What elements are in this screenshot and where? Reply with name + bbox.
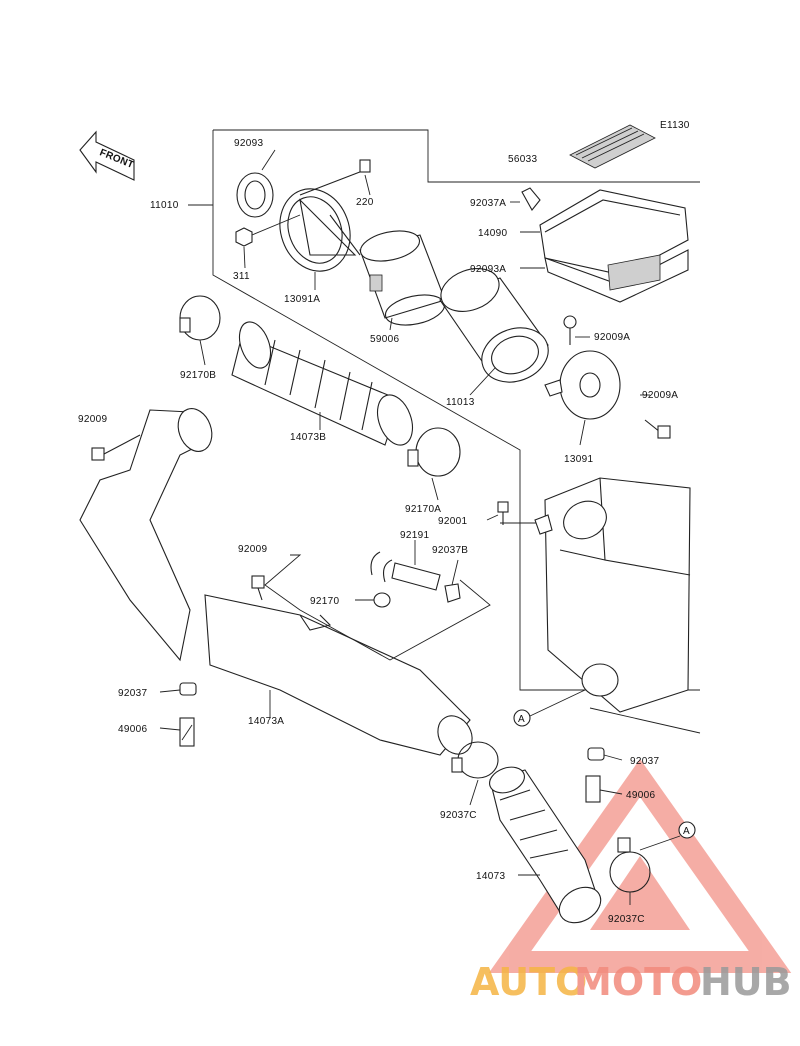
part-labels: E1130 92093 220 11010 56033 92037A 14090… <box>78 120 690 925</box>
label-13091: 13091 <box>564 454 593 465</box>
front-arrow-icon: FRONT <box>79 130 135 181</box>
watermark-auto: AUTO <box>470 960 587 1004</box>
callout-a-left: A <box>513 689 586 727</box>
label-49006-right: 49006 <box>626 790 655 801</box>
svg-text:A: A <box>518 714 525 725</box>
label-92037-left: 92037 <box>118 688 147 699</box>
label-13091A: 13091A <box>284 294 320 305</box>
label-92009A-top: 92009A <box>594 332 630 343</box>
diagram-code: E1130 <box>660 120 690 131</box>
clamp-92170 <box>373 592 391 608</box>
label-92001: 92001 <box>438 516 467 527</box>
svg-text:A: A <box>683 826 690 837</box>
label-92170: 92170 <box>310 596 339 607</box>
label-11013: 11013 <box>446 397 475 408</box>
bolt-220 <box>299 159 371 196</box>
gasket-92093 <box>236 172 274 218</box>
sleeve-49006-right <box>585 775 601 803</box>
label-92037A: 92037A <box>470 198 506 209</box>
label-11010: 11010 <box>150 200 179 211</box>
screw-92009A-top <box>563 315 577 345</box>
label-92009A-side: 92009A <box>642 390 678 401</box>
label-92009-left: 92009 <box>78 414 107 425</box>
watermark-moto: MOTO <box>574 960 702 1004</box>
screw-92009A-side <box>644 419 671 439</box>
duct-14073 <box>489 766 602 924</box>
label-14090: 14090 <box>478 228 507 239</box>
label-14073B: 14073B <box>290 432 326 443</box>
label-56033: 56033 <box>508 154 537 165</box>
sleeve-49006-left <box>179 717 195 747</box>
clamp-92170B <box>179 295 221 341</box>
filter-59006 <box>359 230 446 326</box>
duct-14073B <box>231 321 414 446</box>
cap-13091 <box>544 350 621 420</box>
element-holder-13091A <box>279 188 361 272</box>
watermark-text: AUTO MOTO HUB <box>470 960 792 1004</box>
label-92009-mid: 92009 <box>238 544 267 555</box>
clamp-92170A <box>407 427 461 477</box>
air-cleaner-housing <box>534 477 691 713</box>
label-92170B: 92170B <box>180 370 216 381</box>
reference-frame <box>212 129 701 734</box>
clip-92037A <box>521 187 541 211</box>
watermark-hub: HUB <box>700 960 792 1004</box>
clip-92037B <box>444 583 461 603</box>
label-92037C-right: 92037C <box>608 914 645 925</box>
bolt-92001 <box>497 501 509 525</box>
label-220: 220 <box>356 197 374 208</box>
duct-14073A <box>204 594 473 756</box>
label-92037B: 92037B <box>432 545 468 556</box>
label-92093: 92093 <box>234 138 263 149</box>
clamp-92037-right <box>587 747 605 761</box>
clamp-92037C-left <box>451 741 499 779</box>
label-14073A: 14073A <box>248 716 284 727</box>
label-92191: 92191 <box>400 530 429 541</box>
callout-a-right: A <box>639 821 696 851</box>
label-49006-left: 49006 <box>118 724 147 735</box>
leader-lines <box>159 149 650 905</box>
screw-92009-mid <box>251 575 265 601</box>
label-92037-right: 92037 <box>630 756 659 767</box>
breather-hose-92191 <box>370 551 441 591</box>
label-14073: 14073 <box>476 871 505 882</box>
label-92037C-left: 92037C <box>440 810 477 821</box>
air-cleaner-cover-14090 <box>539 189 689 303</box>
label-92170A: 92170A <box>405 504 441 515</box>
nut-311 <box>235 214 301 247</box>
label-59006: 59006 <box>370 334 399 345</box>
label-311: 311 <box>233 271 250 282</box>
air-filter-element-11013 <box>439 268 549 383</box>
screw-92009-left <box>91 434 141 461</box>
label-92093A: 92093A <box>470 264 506 275</box>
label-sticker-56033 <box>569 124 656 169</box>
intake-duct-left <box>79 408 213 662</box>
clamp-92037-left <box>179 682 197 696</box>
